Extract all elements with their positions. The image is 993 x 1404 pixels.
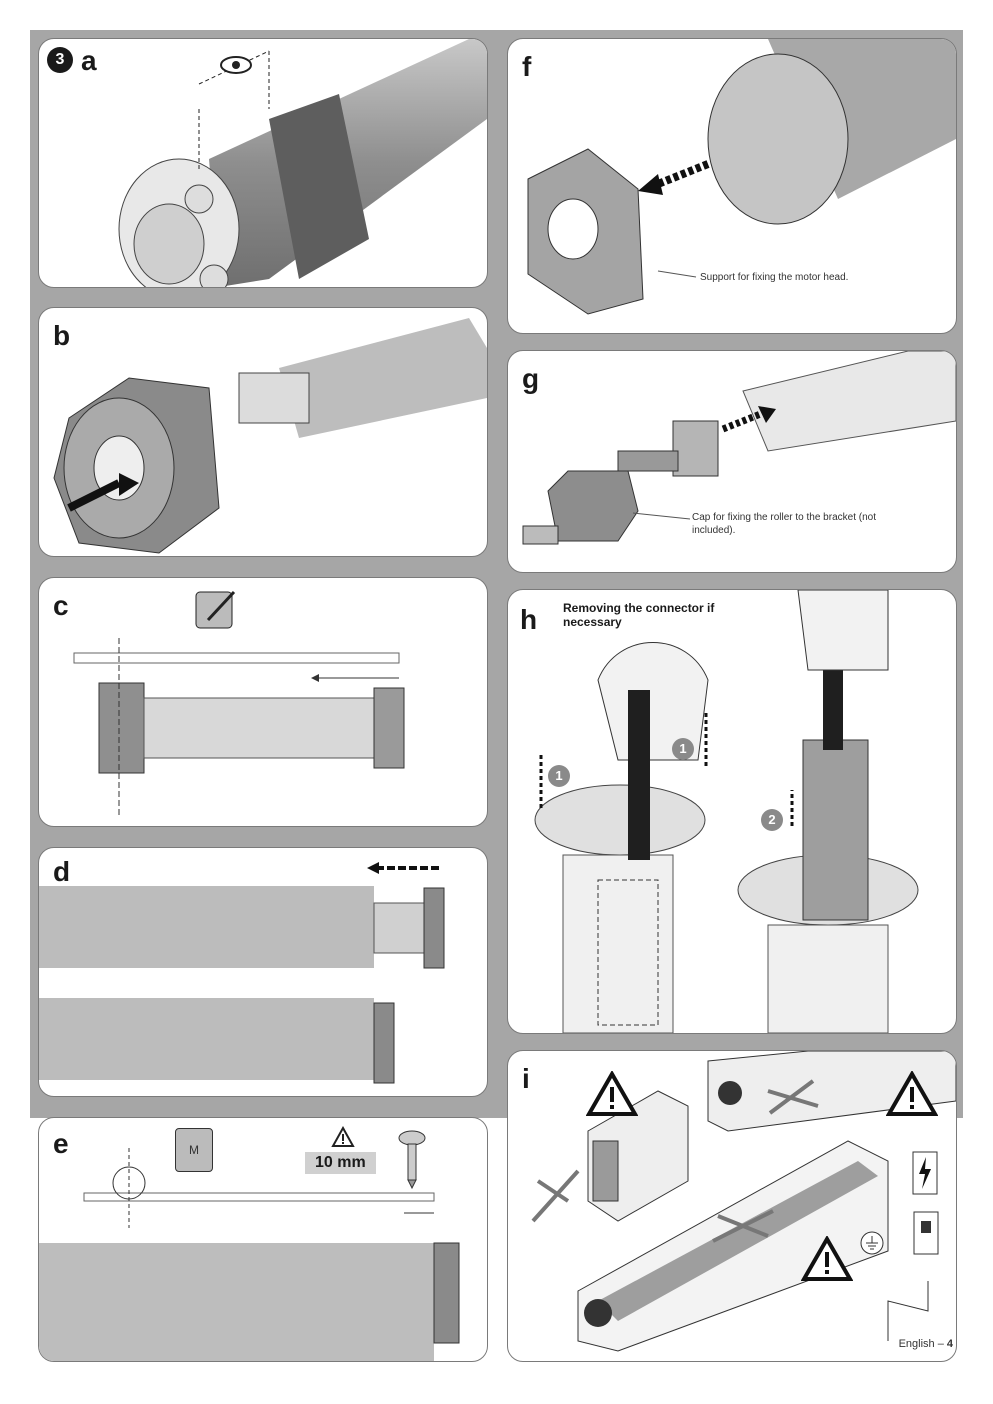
- cable-routing-illustration: [531, 1051, 956, 1352]
- warning-icon: [800, 1234, 854, 1287]
- motor-head-illustration: [118, 39, 487, 287]
- page-footer: English – 4: [899, 1338, 953, 1350]
- warning-icon: [331, 1125, 355, 1153]
- panel-letter: h: [520, 604, 538, 635]
- step-number-badge: 3: [47, 46, 73, 73]
- panel-h-title: Removing the connector if necessary: [563, 601, 715, 629]
- cap-caption: Cap for fixing the roller to the bracket…: [692, 512, 876, 536]
- step-badge-1-upper: 1: [672, 738, 694, 760]
- panel-letter: d: [53, 856, 71, 887]
- screw-icon: [397, 1130, 427, 1195]
- step-badge-1-lower: 1: [548, 765, 570, 787]
- adapter-ring-illustration: [53, 318, 487, 554]
- roller-cap-illustration: [522, 351, 956, 545]
- panel-d: d: [38, 847, 488, 1097]
- connector-removal-illustration: [534, 590, 919, 1033]
- page-number: 4: [946, 1338, 953, 1350]
- panel-e: e M 10 mm: [38, 1117, 488, 1362]
- tube-insertion-illustration: [39, 862, 445, 1084]
- notepad-pencil-icon: [194, 586, 244, 635]
- circuit-breaker-icon: [913, 1211, 939, 1260]
- panel-f: f Support for fixing the motor head.: [507, 38, 957, 334]
- panel-letter: b: [53, 320, 71, 351]
- step-badge-2: 2: [761, 809, 783, 831]
- marker-icon: M: [175, 1128, 213, 1172]
- panel-letter: f: [522, 51, 532, 82]
- panel-i: i: [507, 1050, 957, 1362]
- ground-icon: [860, 1231, 884, 1260]
- panel-h: h Removing the connector if necessary 1 …: [507, 589, 957, 1034]
- panel-letter: c: [53, 590, 69, 621]
- warning-icon: [885, 1069, 939, 1122]
- electric-hazard-icon: [912, 1151, 938, 1200]
- eye-icon: [219, 55, 253, 80]
- panel-b: b: [38, 307, 488, 557]
- footer-separator: –: [934, 1338, 947, 1350]
- panel-letter: g: [522, 363, 540, 394]
- marker-label: M: [189, 1143, 199, 1157]
- panel-c: c: [38, 577, 488, 827]
- footer-language: English: [898, 1338, 935, 1350]
- panel-g: g Cap for fixing the roller to the brack…: [507, 350, 957, 573]
- panel-letter: i: [522, 1063, 530, 1094]
- support-caption: Support for fixing the motor head.: [700, 272, 849, 283]
- panel-letter: e: [53, 1128, 69, 1159]
- measurement-illustration: [73, 638, 405, 818]
- motor-head-support-illustration: [527, 39, 956, 315]
- screw-fixing-illustration: [39, 1148, 460, 1361]
- warning-icon: [585, 1069, 639, 1122]
- screw-length-label: 10 mm: [305, 1152, 376, 1174]
